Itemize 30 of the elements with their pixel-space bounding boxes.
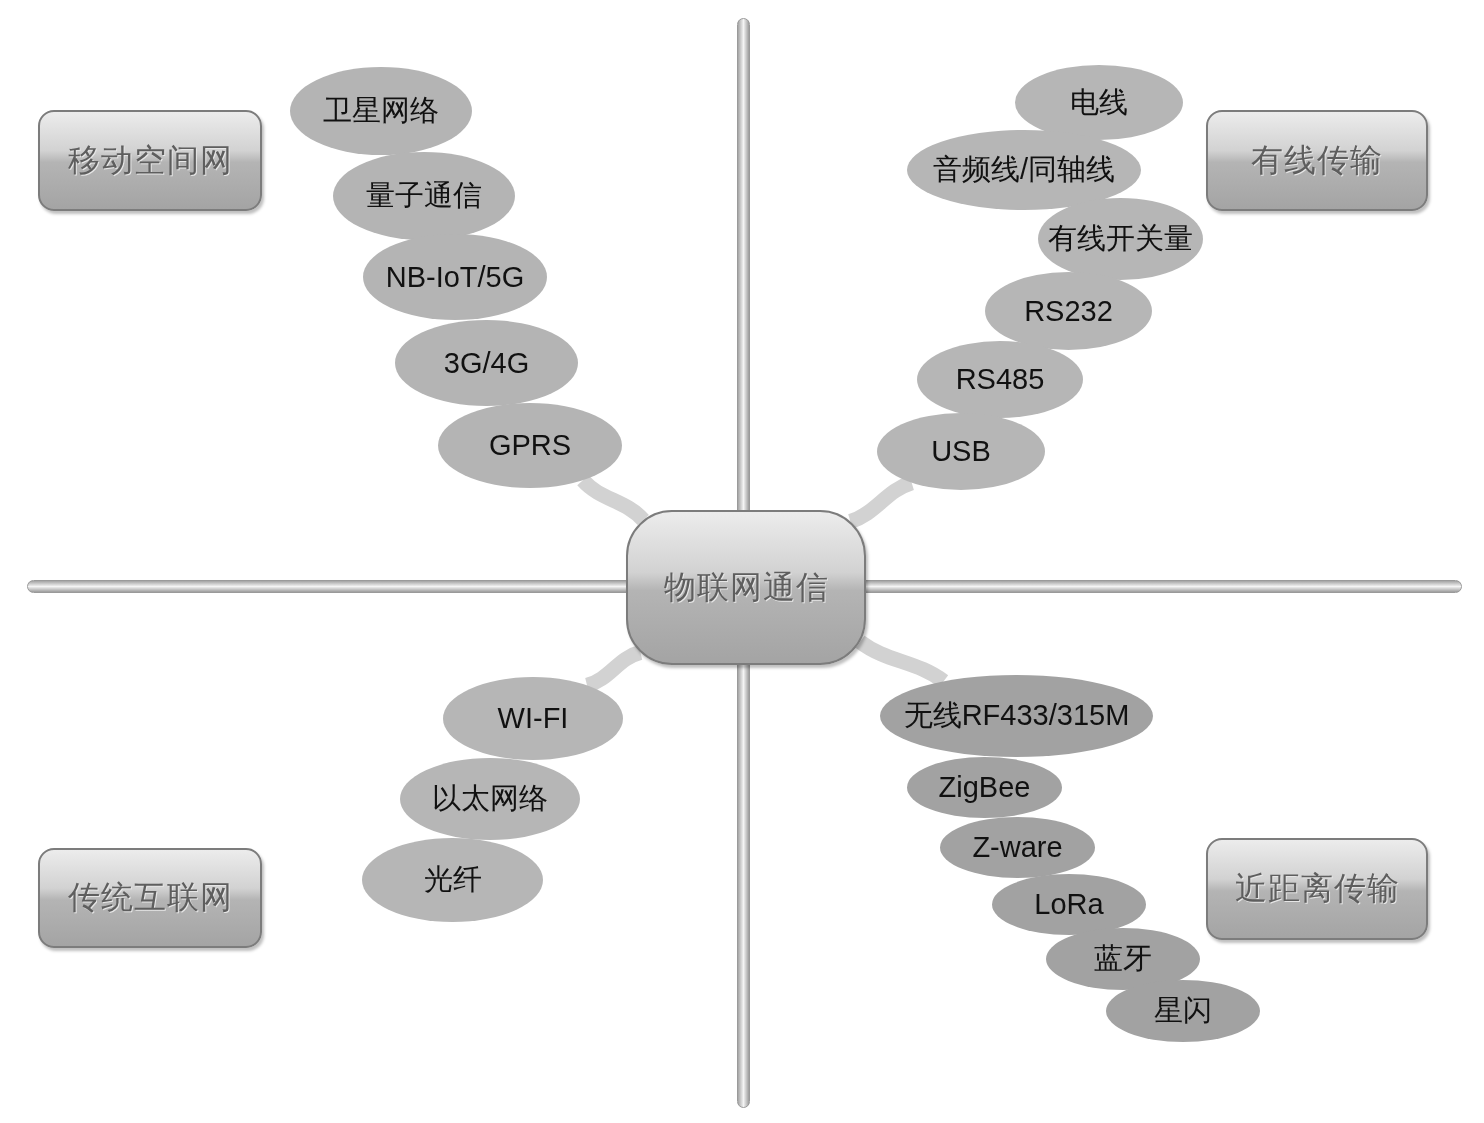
category-box: 移动空间网 [38, 110, 262, 211]
oval-label: 卫星网络 [290, 67, 472, 155]
center-box: 物联网通信 [626, 510, 866, 665]
oval-label: ZigBee [907, 757, 1062, 818]
oval-label: 光纤 [362, 838, 543, 922]
oval-label: NB-IoT/5G [363, 234, 547, 320]
divider-bar [865, 580, 1462, 593]
oval-label: LoRa [992, 874, 1146, 935]
oval-label: 星闪 [1106, 980, 1260, 1042]
oval-label: WI-FI [443, 677, 623, 760]
oval-label: 无线RF433/315M [880, 675, 1153, 757]
category-box: 传统互联网 [38, 848, 262, 948]
oval-label: 有线开关量 [1038, 198, 1203, 280]
oval-label: 音频线/同轴线 [907, 130, 1141, 210]
divider-bar [737, 664, 750, 1108]
divider-bar [737, 18, 750, 511]
oval-label: 电线 [1015, 65, 1183, 140]
oval-label: RS232 [985, 272, 1152, 350]
oval-label: 蓝牙 [1046, 928, 1200, 990]
connector [577, 475, 649, 526]
oval-label: GPRS [438, 403, 622, 488]
oval-label: USB [877, 413, 1045, 490]
oval-label: 3G/4G [395, 320, 578, 406]
divider-bar [27, 580, 627, 593]
oval-label: 量子通信 [333, 152, 515, 240]
oval-label: RS485 [917, 341, 1083, 418]
category-box: 有线传输 [1206, 110, 1428, 211]
oval-label: 以太网络 [400, 758, 580, 840]
category-box: 近距离传输 [1206, 838, 1428, 940]
oval-label: Z-ware [940, 817, 1095, 878]
